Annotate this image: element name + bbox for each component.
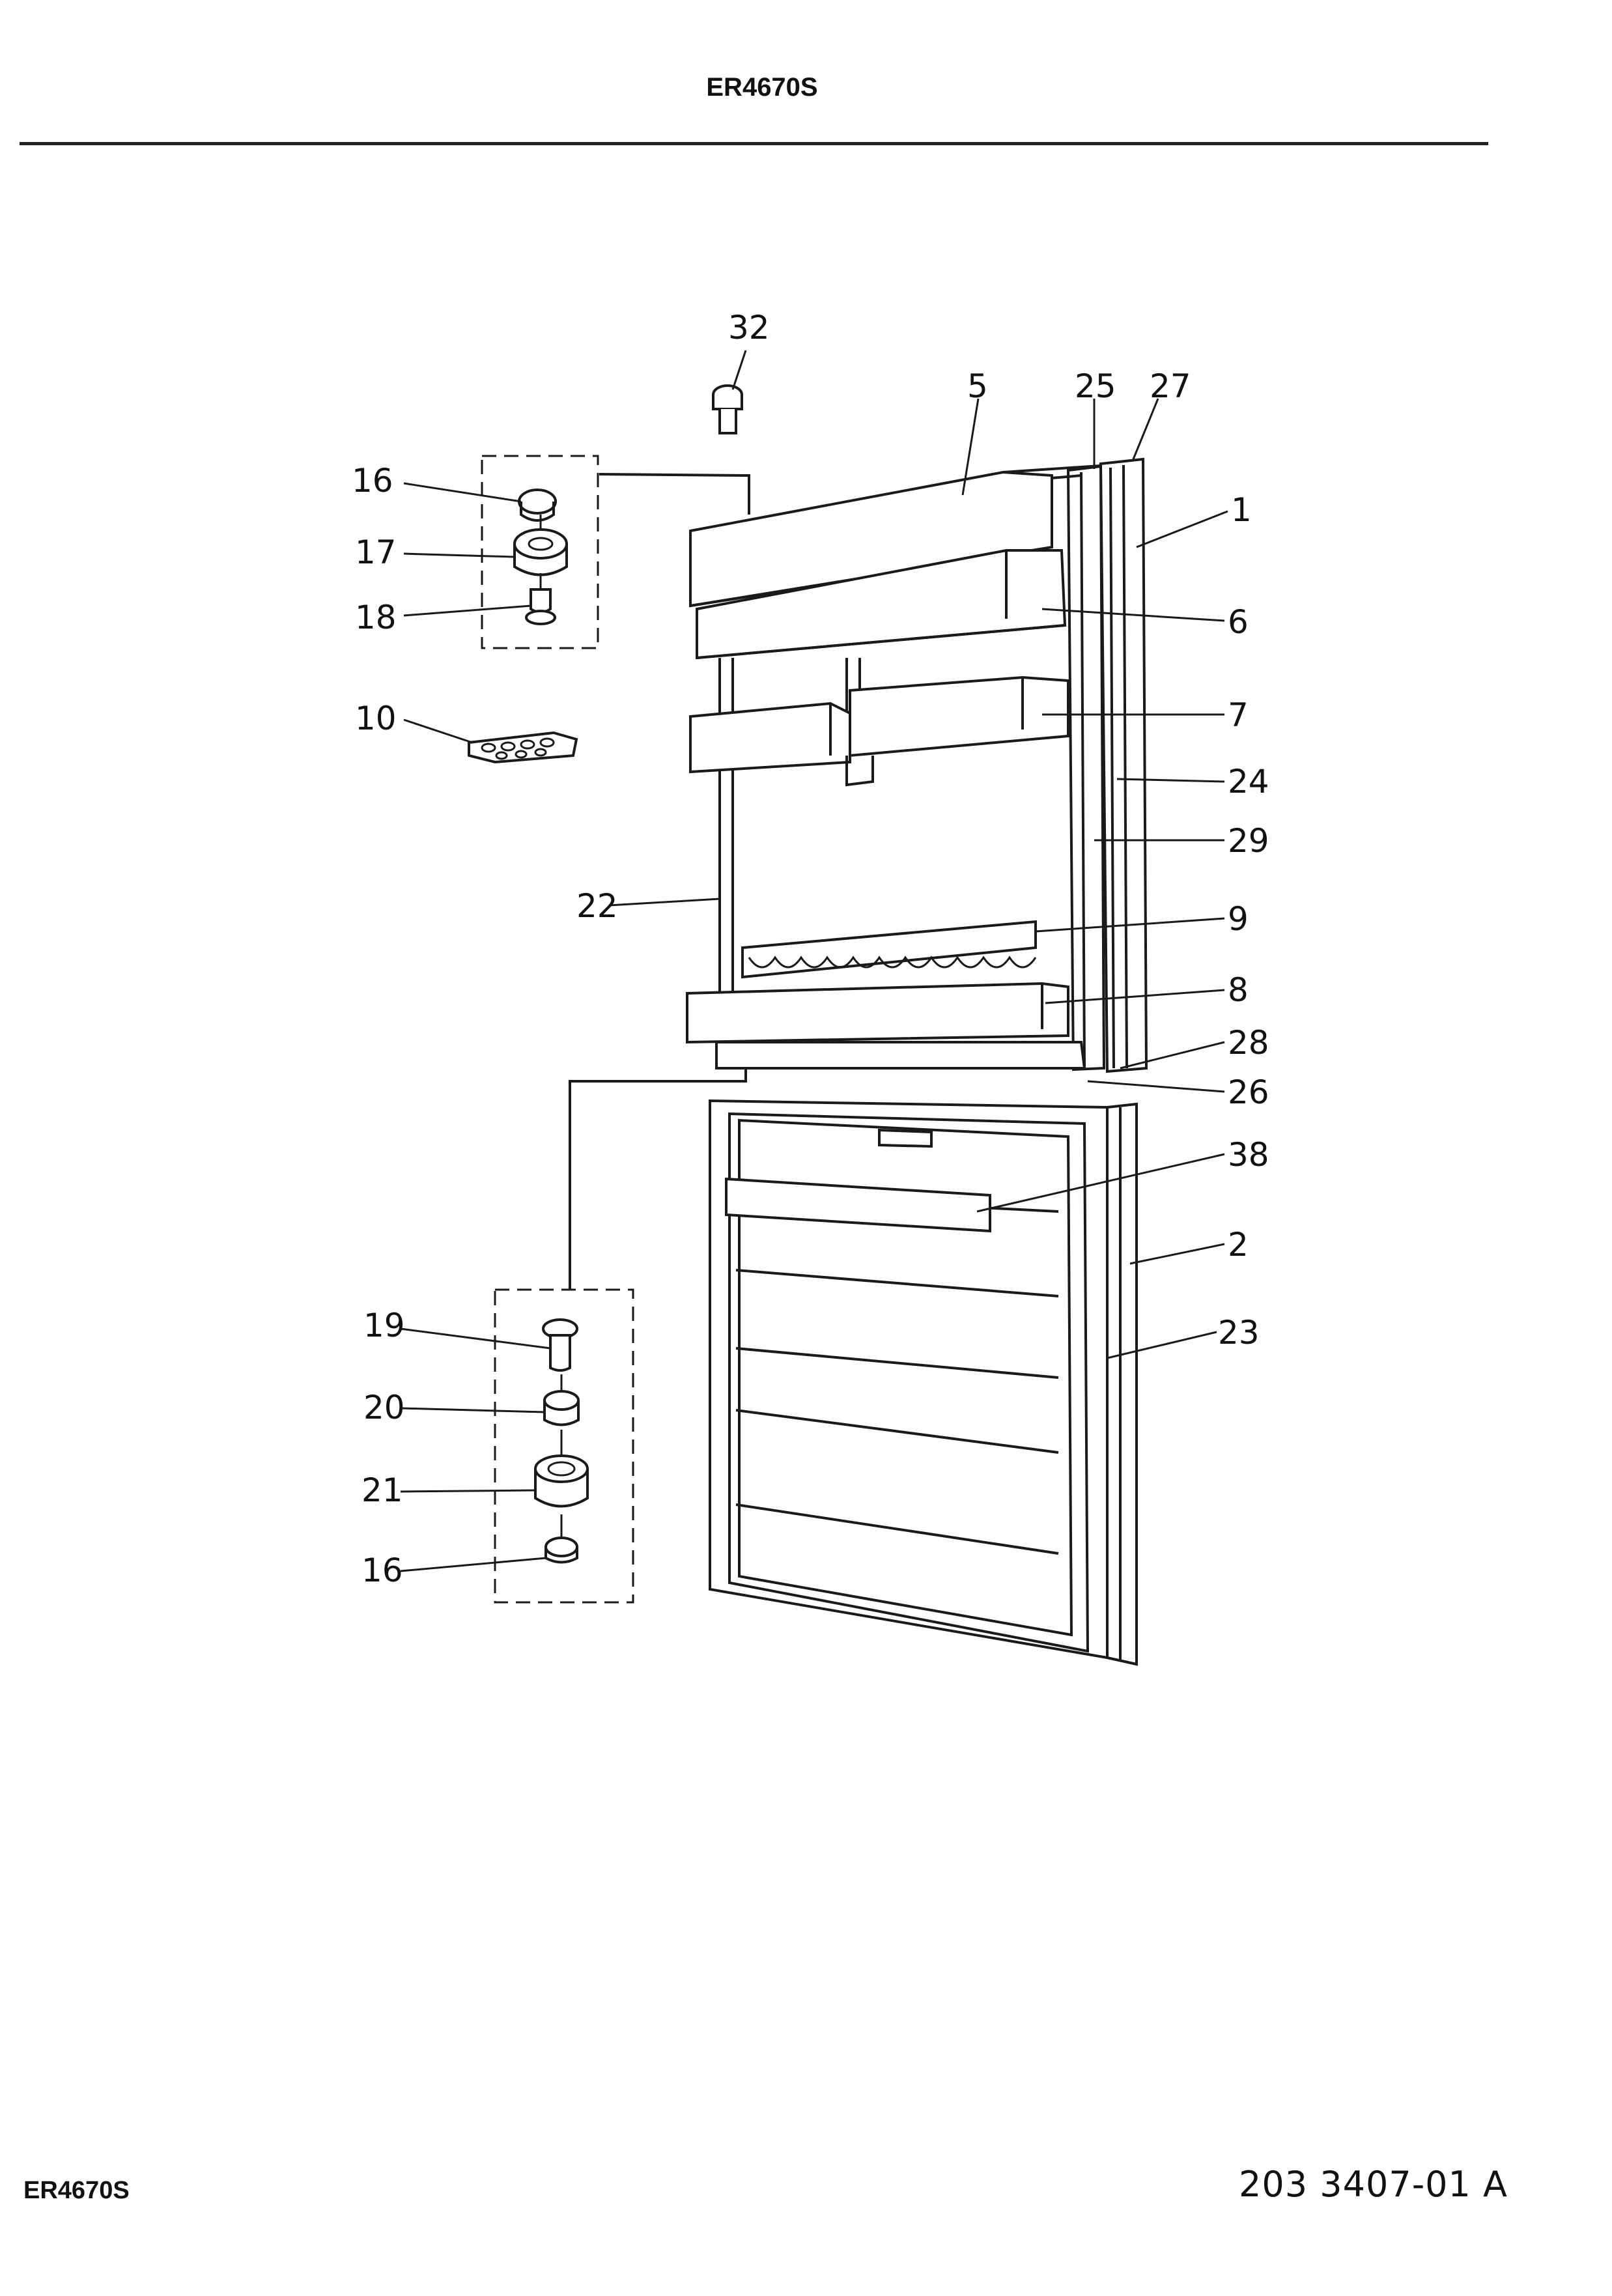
upper-door-assembly <box>686 457 1148 1073</box>
part-7-right-bin <box>849 675 1069 758</box>
callout-16-upper: 16 <box>352 462 393 500</box>
callout-20: 20 <box>363 1389 405 1426</box>
part-10-hinge-plate <box>468 731 578 764</box>
footer-drawing-number: 203 3407-01 A <box>1239 2164 1508 2205</box>
part-5-top-shelf-cover <box>689 470 1053 608</box>
part-38-door-bar <box>725 1177 991 1233</box>
callout-32: 32 <box>728 309 770 347</box>
callout-18: 18 <box>355 599 397 636</box>
callout-10: 10 <box>355 700 397 737</box>
callout-22: 22 <box>576 887 618 925</box>
part-7-left-bin <box>689 702 851 774</box>
callout-29: 29 <box>1228 822 1269 860</box>
callout-labels: 32 5 25 27 16 17 18 1 6 10 7 24 29 22 9 … <box>352 309 1269 1589</box>
callout-25: 25 <box>1075 367 1116 405</box>
callout-7: 7 <box>1228 696 1249 734</box>
part-8-bottom-bin <box>686 982 1069 1044</box>
upper-door-gasket <box>1066 464 1106 1071</box>
header-model-title: ER4670S <box>706 73 818 102</box>
callout-19: 19 <box>363 1307 405 1344</box>
callout-2: 2 <box>1228 1226 1249 1264</box>
header-rule <box>20 142 1488 145</box>
lower-hinge-kit <box>494 1068 747 1604</box>
lower-door-assembly <box>709 1099 1138 1666</box>
callout-17: 17 <box>355 533 397 571</box>
callout-21: 21 <box>361 1471 403 1509</box>
callout-9: 9 <box>1228 900 1249 938</box>
lower-door-side-strip <box>1106 1102 1138 1666</box>
callout-26: 26 <box>1228 1073 1269 1111</box>
callout-1: 1 <box>1231 491 1252 529</box>
part-6-balcony <box>696 549 1067 660</box>
callout-23: 23 <box>1218 1314 1260 1352</box>
callout-8: 8 <box>1228 971 1249 1009</box>
callout-6: 6 <box>1228 603 1249 641</box>
part-9-egg-rack <box>741 920 1037 979</box>
callout-16-lower: 16 <box>361 1552 403 1589</box>
upper-hinge-kit <box>481 455 750 649</box>
callout-27: 27 <box>1150 367 1191 405</box>
callout-5: 5 <box>967 367 988 405</box>
callout-38: 38 <box>1228 1136 1269 1174</box>
callout-24: 24 <box>1228 763 1269 801</box>
footer-model: ER4670S <box>23 2177 130 2204</box>
callout-28: 28 <box>1228 1024 1269 1062</box>
leader-lines <box>400 350 1228 1572</box>
part-32-screw <box>712 384 743 434</box>
